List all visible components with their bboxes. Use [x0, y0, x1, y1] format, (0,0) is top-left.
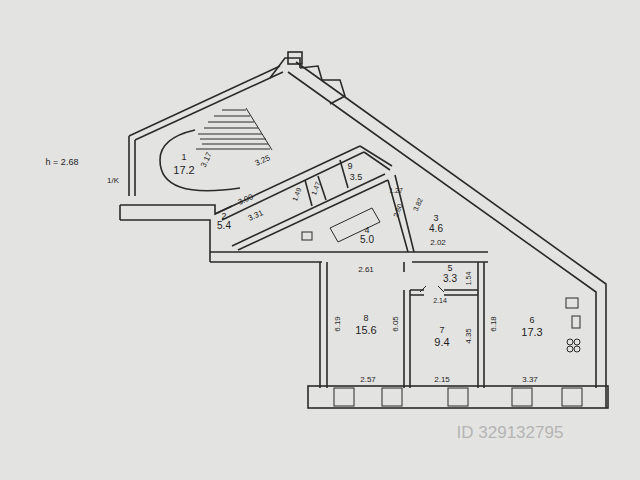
window — [562, 388, 582, 406]
room-number: 9 — [347, 162, 352, 171]
sink — [566, 298, 578, 308]
stair-rail — [246, 108, 272, 150]
wall — [135, 72, 283, 140]
dimension-label: 3.17 — [200, 151, 214, 168]
wall — [120, 205, 232, 245]
area-label: 4.6 — [429, 224, 443, 234]
room-number: 7 — [439, 326, 444, 335]
stove — [567, 346, 573, 352]
wall — [232, 174, 388, 250]
dimension-label: 1.27 — [389, 187, 403, 194]
room-number: 4 — [364, 226, 369, 235]
dimension-label: 3.31 — [247, 209, 264, 223]
dimension-label: 6.05 — [392, 316, 400, 332]
area-label: 3.5 — [350, 173, 363, 182]
wall — [288, 52, 302, 64]
area-label: 9.4 — [434, 337, 449, 348]
watermark: ID 329132795 — [457, 424, 564, 441]
wall — [340, 160, 348, 188]
wall — [404, 262, 410, 388]
dimension-label: 2.61 — [358, 266, 374, 274]
outer-wall — [296, 62, 606, 408]
door-swing — [420, 286, 444, 292]
dimension-label: 3.37 — [522, 376, 538, 384]
dimension-label: 6.19 — [334, 316, 342, 332]
stove — [574, 339, 580, 345]
dimension-label: 4.35 — [465, 328, 473, 344]
wall — [119, 205, 121, 220]
wall — [320, 262, 327, 388]
window — [382, 388, 402, 406]
dimension-label: 1.54 — [466, 271, 473, 285]
wall — [210, 252, 488, 262]
room-number: 1 — [181, 153, 186, 162]
sink — [302, 232, 312, 240]
window — [448, 388, 468, 406]
room-number: 3 — [433, 214, 438, 223]
stove — [574, 346, 580, 352]
wall — [360, 146, 392, 170]
outer-wall — [288, 72, 596, 388]
dimension-label: 3.82 — [412, 196, 424, 211]
dimension-label: 1.49 — [291, 186, 302, 201]
wall — [129, 136, 135, 196]
area-label: 17.3 — [521, 327, 542, 338]
stove — [567, 339, 573, 345]
window — [334, 388, 354, 406]
area-label: 15.6 — [355, 325, 376, 336]
ceiling-height: h = 2.68 — [46, 158, 79, 167]
fixture — [572, 316, 580, 328]
dimension-label: 1.47 — [310, 180, 321, 195]
room-number: 5 — [447, 264, 452, 273]
dimension-label: 3.25 — [254, 154, 271, 168]
window — [512, 388, 532, 406]
area-label: 5.0 — [360, 235, 374, 245]
wall — [270, 58, 345, 104]
dimension-label: 2.15 — [434, 376, 450, 384]
dimension-label: 2.57 — [360, 376, 376, 384]
dimension-label: 2.14 — [433, 297, 447, 304]
wall — [215, 146, 364, 220]
room-number: 8 — [363, 314, 368, 323]
wall — [209, 245, 211, 262]
dimension-label: 6.18 — [490, 316, 498, 332]
area-label: 17.2 — [173, 165, 194, 176]
wall — [305, 176, 326, 206]
outer-wall — [308, 386, 608, 408]
wall — [410, 290, 478, 295]
room-number: 2 — [221, 212, 226, 221]
stair-mark: 1/K — [107, 177, 119, 185]
area-label: 5.4 — [217, 221, 231, 231]
room-number: 6 — [529, 316, 534, 325]
wall — [388, 175, 414, 252]
dimension-label: 2.02 — [430, 239, 446, 247]
area-label: 3.3 — [443, 274, 457, 284]
wall — [478, 262, 484, 388]
